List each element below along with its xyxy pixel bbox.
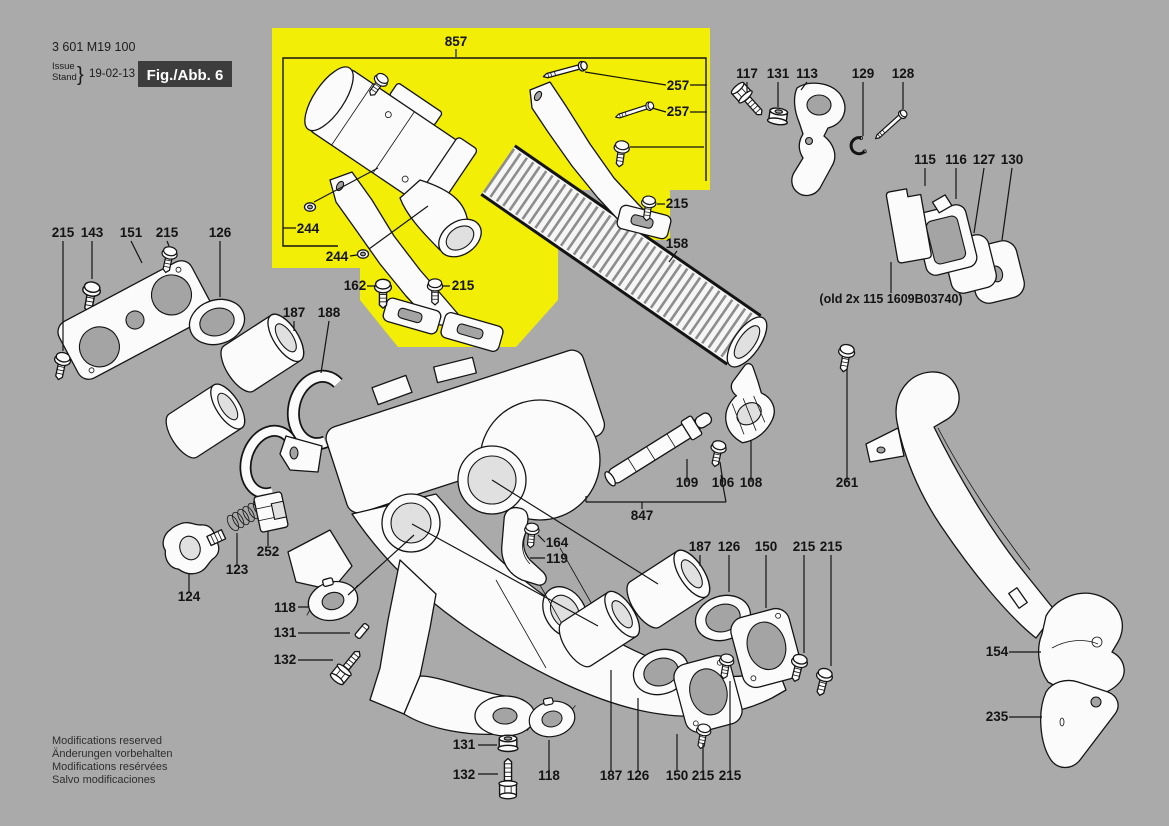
part-label-244: 244 xyxy=(326,249,349,264)
part-label-151: 151 xyxy=(120,225,143,240)
part-label-215: 215 xyxy=(820,539,843,554)
part-131-nut xyxy=(766,106,790,127)
leader-lines xyxy=(62,49,1042,775)
part-label-215: 215 xyxy=(452,278,475,293)
part-label-115: 115 xyxy=(914,152,936,167)
part-857-outlet-bend xyxy=(399,179,482,258)
part-label-124: 124 xyxy=(178,589,201,604)
part-label-126: 126 xyxy=(718,539,741,554)
part-label-162: 162 xyxy=(344,278,367,293)
part-857-motor-assembly xyxy=(304,66,478,217)
footer-line-de: Änderungen vorbehalten xyxy=(52,748,172,760)
part-label-126: 126 xyxy=(209,225,232,240)
part-252-clip xyxy=(253,491,289,533)
stand-word: Stand xyxy=(52,72,77,83)
part-108-funnel xyxy=(725,363,775,444)
part-label-187: 187 xyxy=(600,768,623,783)
part-label-118: 118 xyxy=(538,768,560,783)
part-857-bracket-right xyxy=(529,81,672,240)
part-244-nut-a xyxy=(303,202,317,212)
part-label-215: 215 xyxy=(793,539,816,554)
part-label-252: 252 xyxy=(257,544,280,559)
part-label-129: 129 xyxy=(852,66,875,81)
brace-glyph: } xyxy=(77,64,84,86)
header: 3 601 M19 100 Issue Stand } 19-02-13 Fig… xyxy=(52,40,232,87)
part-label-187: 187 xyxy=(689,539,712,554)
part-label-128: 128 xyxy=(892,66,915,81)
part-label-131: 131 xyxy=(453,737,476,752)
part-857-bracket-left xyxy=(329,171,504,352)
part-label-118: 118 xyxy=(274,600,296,615)
part-label-150: 150 xyxy=(755,539,778,554)
part-label-261: 261 xyxy=(836,475,859,490)
part-label-117: 117 xyxy=(736,66,758,81)
part-label-131: 131 xyxy=(274,625,297,640)
part-109-shaft xyxy=(604,412,713,487)
figure-badge-background xyxy=(138,61,232,87)
part-label-106: 106 xyxy=(712,475,735,490)
part-119-hook xyxy=(501,506,547,586)
part-label-215: 215 xyxy=(666,196,689,211)
part-154-boot xyxy=(1037,592,1125,697)
part-label-164: 164 xyxy=(546,535,569,550)
part-label-188: 188 xyxy=(318,305,341,320)
part-label-119: 119 xyxy=(546,551,568,566)
part-label-143: 143 xyxy=(81,225,104,240)
figure-badge-label: Fig./Abb. 6 xyxy=(147,67,224,84)
part-label-126: 126 xyxy=(627,768,650,783)
part-label-215: 215 xyxy=(52,225,75,240)
part-151-gasket xyxy=(57,260,213,380)
part-label-116: 116 xyxy=(945,152,967,167)
issue-word: Issue xyxy=(52,61,75,72)
part-label-187: 187 xyxy=(283,305,306,320)
issue-date: 19-02-13 xyxy=(89,68,135,80)
part-label-857: 857 xyxy=(445,34,468,49)
part-188-clamp-ring-2 xyxy=(239,424,295,500)
part-label-109: 109 xyxy=(676,475,699,490)
part-label-158: 158 xyxy=(666,236,689,251)
part-115-plate xyxy=(885,188,932,264)
part-label-154: 154 xyxy=(986,644,1009,659)
footer-line-en: Modifications reserved xyxy=(52,735,162,747)
part-label-215: 215 xyxy=(719,768,742,783)
part-label-132: 132 xyxy=(453,767,476,782)
document-part-number: 3 601 M19 100 xyxy=(52,40,135,54)
part-label-257: 257 xyxy=(667,78,690,93)
part-235-guard xyxy=(1040,679,1119,769)
part-label-131: 131 xyxy=(767,66,790,81)
part-label-215: 215 xyxy=(692,768,715,783)
part-label-127: 127 xyxy=(973,152,996,167)
part-158-hose xyxy=(480,144,768,368)
part-label-130: 130 xyxy=(1001,152,1024,167)
part-129-circlip xyxy=(849,135,867,156)
part-main-housing xyxy=(279,349,787,737)
part-244-nut-b xyxy=(356,249,370,259)
part-113-bracket xyxy=(791,82,846,197)
part-131-pin-mid xyxy=(354,622,370,640)
assembly-axis-lines xyxy=(347,479,659,627)
part-label-132: 132 xyxy=(274,652,297,667)
part-131-nut-bottom xyxy=(497,734,519,753)
footer-line-es: Salvo modificaciones xyxy=(52,774,156,786)
part-label-847: 847 xyxy=(631,508,654,523)
part-label-123: 123 xyxy=(226,562,249,577)
part-124-star-knob xyxy=(162,522,227,575)
part-label-235: 235 xyxy=(986,709,1009,724)
part-label-113: 113 xyxy=(796,66,818,81)
footer-line-fr: Modifications resérvées xyxy=(52,761,168,773)
inset-frame xyxy=(282,57,707,247)
part-number-labels: 857 257 257 215 244 244 162 215 158 117 131 113 129 1… xyxy=(52,34,1024,783)
part-label-257: 257 xyxy=(667,104,690,119)
part-label-215: 215 xyxy=(156,225,179,240)
part-label-244: 244 xyxy=(297,221,320,236)
part-label-150: 150 xyxy=(666,768,689,783)
old-part-note: (old 2x 115 1609B03740) xyxy=(819,292,962,306)
part-label-108: 108 xyxy=(740,475,763,490)
footer: Modifications reserved Änderungen vorbeh… xyxy=(52,735,172,786)
